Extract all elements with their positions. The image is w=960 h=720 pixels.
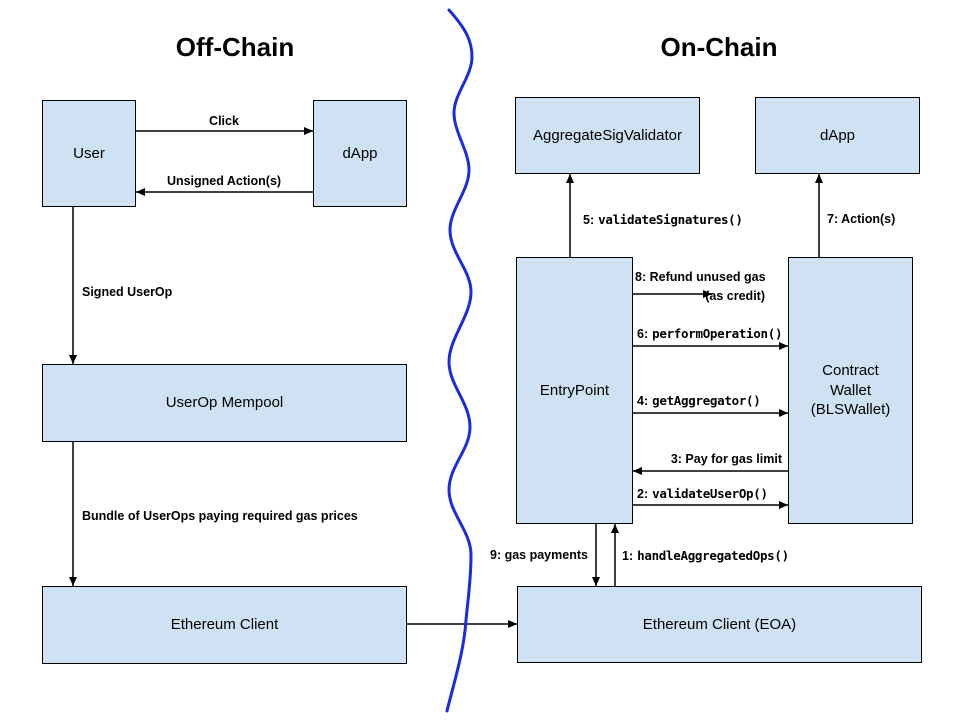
edge-step3-label: 3: Pay for gas limit <box>670 452 782 466</box>
edge-step9-label: 9: gas payments <box>490 548 588 562</box>
edge-step2-number: 2: <box>637 487 649 501</box>
dapp-offchain-box-label: dApp <box>342 144 378 162</box>
user-box-label: User <box>73 144 105 162</box>
edge-bundle-label: Bundle of UserOps paying required gas pr… <box>82 509 358 523</box>
edge-step6-label: 6: performOperation() <box>637 327 782 341</box>
dapp-offchain-box: dApp <box>313 100 407 207</box>
edge-step4-label: 4: getAggregator() <box>637 394 761 408</box>
contract-wallet-box-label: Contract Wallet (BLSWallet) <box>810 362 891 419</box>
ethereum-client-eoa-box: Ethereum Client (EOA) <box>517 586 922 663</box>
edge-unsigned-actions-label: Unsigned Action(s) <box>166 174 282 188</box>
edge-step7-label: 7: Action(s) <box>827 212 896 226</box>
edge-step1-number: 1: <box>622 549 634 563</box>
aggregate-sig-validator-box-label: AggregateSigValidator <box>533 126 682 144</box>
edge-click-label: Click <box>209 114 239 128</box>
edge-step1-code: handleAggregatedOps() <box>637 548 789 563</box>
edge-step8-label: 8: Refund unused gas (as credit) <box>635 268 766 306</box>
edge-step6-code: performOperation() <box>652 326 783 341</box>
ethereum-client-box-label: Ethereum Client <box>170 616 279 634</box>
contract-wallet-box: Contract Wallet (BLSWallet) <box>788 257 913 524</box>
ethereum-client-box: Ethereum Client <box>42 586 407 664</box>
edge-step1-label: 1: handleAggregatedOps() <box>622 549 789 563</box>
onchain-title: On-Chain <box>660 32 778 62</box>
userop-mempool-box: UserOp Mempool <box>42 364 407 442</box>
edge-step5-number: 5: <box>583 213 595 227</box>
edge-step2-label: 2: validateUserOp() <box>637 487 768 501</box>
ethereum-client-eoa-box-label: Ethereum Client (EOA) <box>642 615 797 633</box>
aggregate-sig-validator-box: AggregateSigValidator <box>515 97 700 174</box>
edge-step5-code: validateSignatures() <box>598 212 743 227</box>
user-box: User <box>42 100 136 207</box>
edge-step8-label-line2: (as credit) <box>705 289 765 303</box>
entrypoint-box-label: EntryPoint <box>539 381 610 399</box>
edge-step6-number: 6: <box>637 327 649 341</box>
edge-step8-label-line1: 8: Refund unused gas <box>635 270 766 284</box>
dapp-onchain-box-label: dApp <box>819 126 856 144</box>
userop-mempool-box-label: UserOp Mempool <box>165 394 284 412</box>
entrypoint-box: EntryPoint <box>516 257 633 524</box>
edge-signed-userop-label: Signed UserOp <box>82 285 173 299</box>
edge-step5-label: 5: validateSignatures() <box>583 213 743 227</box>
chain-divider-line <box>445 8 474 713</box>
edge-step4-code: getAggregator() <box>652 393 761 408</box>
offchain-title: Off-Chain <box>175 32 295 62</box>
edge-step4-number: 4: <box>637 394 649 408</box>
dapp-onchain-box: dApp <box>755 97 920 174</box>
edge-step2-code: validateUserOp() <box>652 486 768 501</box>
